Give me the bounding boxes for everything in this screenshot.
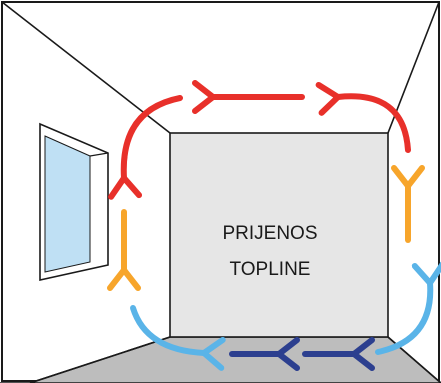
edge-bottom-left xyxy=(29,336,171,383)
label-line-1: PRIJENOS xyxy=(222,223,317,244)
back-wall xyxy=(169,132,389,338)
window xyxy=(39,122,109,281)
red-arrow-curve-left xyxy=(108,95,183,200)
red-arrow-curve-right xyxy=(315,81,411,153)
light-blue-arrow-bottom-left xyxy=(130,305,226,371)
label-line-2: TOPLINE xyxy=(230,259,311,280)
diagram-label: PRIJENOS TOPLINE xyxy=(222,223,317,280)
edge-top-left xyxy=(1,1,171,134)
window-sill-edge xyxy=(89,152,109,157)
light-blue-arrow-bottom-right xyxy=(375,261,441,355)
window-glass xyxy=(44,135,91,273)
